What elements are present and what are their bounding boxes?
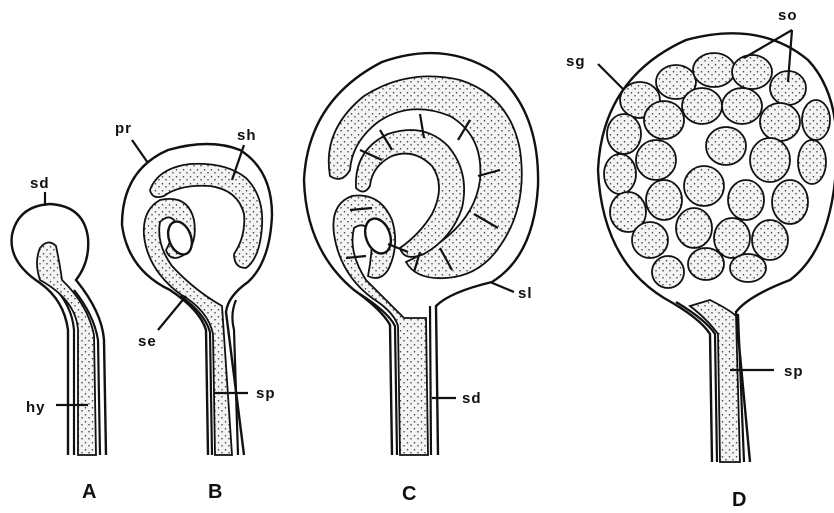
leader-sl-c — [490, 282, 514, 292]
label-sg-d: sg — [566, 53, 586, 70]
label-hy-a: hy — [26, 399, 46, 416]
panel-label-c: C — [402, 483, 416, 505]
label-sd-c: sd — [462, 390, 482, 407]
leader-sg-d — [598, 64, 624, 90]
panel-label-b: B — [208, 481, 222, 503]
leader-se-b — [158, 296, 186, 330]
label-sh-b: sh — [237, 127, 257, 144]
label-se-b: se — [138, 333, 157, 350]
panel-b: pr sh se sp B — [115, 120, 276, 503]
label-sp-b: sp — [256, 385, 276, 402]
panel-d: sg so sp D — [566, 7, 834, 511]
label-so-d: so — [778, 7, 798, 24]
panel-a: sd hy A — [12, 175, 106, 503]
leader-pr-b — [132, 140, 148, 163]
label-sd-a: sd — [30, 175, 50, 192]
panel-c: sl sd C — [304, 53, 538, 505]
label-sp-d: sp — [784, 363, 804, 380]
panel-label-a: A — [82, 481, 96, 503]
label-sl-c: sl — [518, 285, 533, 302]
panel-label-d: D — [732, 489, 746, 511]
label-pr-b: pr — [115, 120, 132, 137]
